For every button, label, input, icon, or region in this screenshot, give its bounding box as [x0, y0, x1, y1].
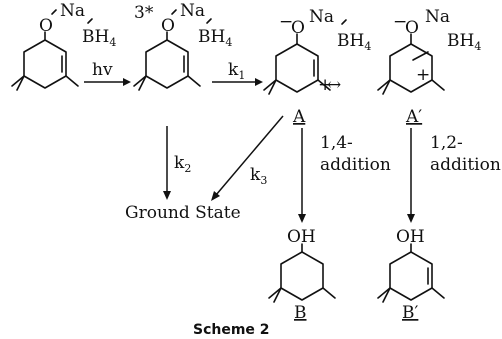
intermediate-a-prime-structure: − O Na BH4 + A′ — [377, 7, 481, 127]
intermediate-a-structure: − O Na BH4 + A — [263, 7, 371, 127]
product-b-structure: OH B — [268, 227, 336, 323]
sodium-label: Na — [425, 7, 450, 27]
oxide-charge: − — [279, 12, 293, 32]
excited-state-structure: 3* O Na BH4 — [133, 1, 232, 91]
oxide-charge: − — [393, 12, 407, 32]
label-b: B — [294, 303, 307, 323]
sodium-label: Na — [309, 7, 334, 27]
ground-state-label: Ground State — [125, 203, 241, 223]
k2-label: k2 — [174, 153, 191, 175]
label-b-prime: B′ — [402, 303, 418, 323]
isophorone-structure: O Na BH4 — [11, 1, 116, 91]
label-a: A — [292, 107, 306, 127]
borohydride-label: BH4 — [82, 27, 116, 49]
addition-14-line1: 1,4- — [320, 133, 353, 153]
hydroxyl-group: OH — [287, 227, 316, 247]
oxide-oxygen: O — [405, 18, 419, 38]
triplet-mark: 3* — [134, 3, 154, 23]
oxide-oxygen: O — [291, 18, 305, 38]
carbocation-charge: + — [416, 65, 430, 85]
sodium-label: Na — [60, 1, 85, 21]
k3-label: k3 — [250, 165, 267, 187]
k2-arrow: k2 — [163, 126, 191, 200]
resonance-arrow: ↔ — [327, 75, 341, 95]
k1-arrow: k1 — [212, 60, 263, 86]
addition-12-line1: 1,2- — [430, 133, 463, 153]
photoexcitation-arrow: hv — [84, 60, 131, 86]
carbonyl-oxygen: O — [39, 16, 53, 36]
addition-14-arrow: 1,4- addition — [298, 128, 391, 223]
product-b-prime-structure: OH B′ — [377, 227, 445, 323]
carbonyl-oxygen: O — [161, 16, 175, 36]
carbocation-charge: + — [318, 75, 332, 95]
hv-label: hv — [92, 60, 113, 80]
borohydride-label: BH4 — [447, 31, 481, 53]
addition-14-line2: addition — [320, 155, 391, 175]
addition-12-line2: addition — [430, 155, 501, 175]
borohydride-label: BH4 — [198, 27, 232, 49]
k3-arrow: k3 — [211, 115, 284, 201]
scheme-caption: Scheme 2 — [193, 322, 270, 338]
hydroxyl-group: OH — [396, 227, 425, 247]
addition-12-arrow: 1,2- addition — [407, 128, 501, 223]
borohydride-label: BH4 — [337, 31, 371, 53]
sodium-label: Na — [180, 1, 205, 21]
k1-label: k1 — [228, 60, 245, 82]
label-a-prime: A′ — [405, 107, 422, 127]
